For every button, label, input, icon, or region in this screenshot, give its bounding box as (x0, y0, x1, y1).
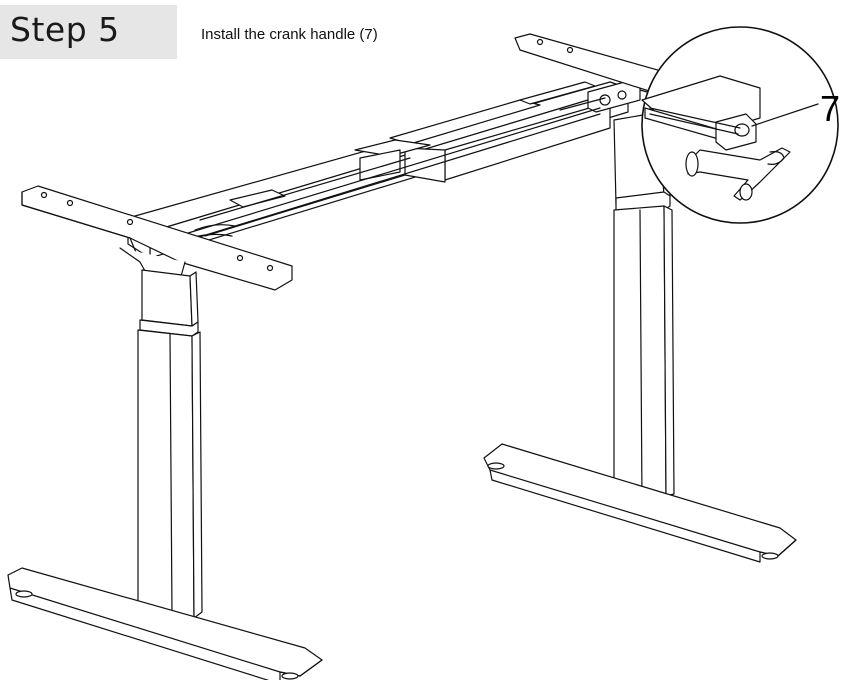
crank-handle-detail-view (641, 26, 839, 224)
step-title: Step 5 (10, 10, 120, 49)
instruction-text: Install the crank handle (7) (201, 26, 378, 43)
left-leg (7, 269, 323, 680)
crossbeam (127, 79, 641, 259)
step-badge (0, 5, 177, 59)
left-top-bracket (21, 185, 293, 291)
right-leg (483, 111, 797, 563)
callout-part-number: 7 (820, 88, 841, 129)
